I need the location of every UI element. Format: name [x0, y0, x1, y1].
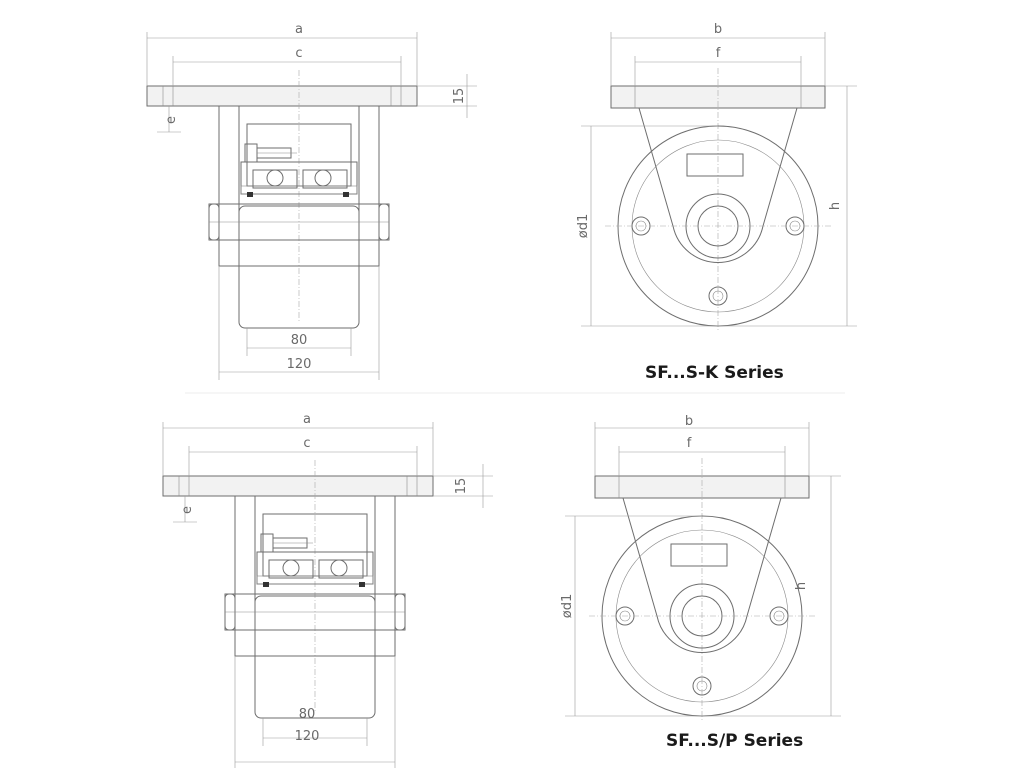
side-view-2: a c 15 e 80 120	[162, 412, 494, 768]
dim-d1-label: ød1	[560, 594, 575, 618]
dim-a-label: a	[295, 22, 303, 37]
dim-15-label: 15	[454, 478, 469, 495]
dim-e-label: e	[164, 116, 179, 124]
dim-15-label: 15	[452, 88, 467, 105]
dim-d1-label: ød1	[576, 214, 591, 238]
series-label-sp: SF...S/P Series	[666, 731, 804, 751]
dim-80-label: 80	[299, 707, 316, 722]
side-view-1: a c 15 e 80 120	[146, 22, 478, 381]
dim-h-label: h	[794, 582, 809, 590]
dim-f-label: f	[687, 436, 692, 451]
front-view-1: b f ød1 h	[576, 22, 858, 333]
front-view-2: b f ød1 h	[560, 414, 842, 723]
dim-h-label: h	[828, 202, 843, 210]
dim-c-label: c	[295, 46, 302, 61]
dim-c-label: c	[303, 436, 310, 451]
series-label-sk: SF...S-K Series	[645, 363, 784, 383]
dim-b-label: b	[714, 22, 722, 37]
dim-f-label: f	[716, 46, 721, 61]
dim-a-label: a	[303, 412, 311, 427]
dim-120-label: 120	[287, 357, 312, 372]
dim-80-label: 80	[291, 333, 308, 348]
dim-b-label: b	[685, 414, 693, 429]
dim-120-label: 120	[295, 729, 320, 744]
dim-e-label: e	[180, 506, 195, 514]
